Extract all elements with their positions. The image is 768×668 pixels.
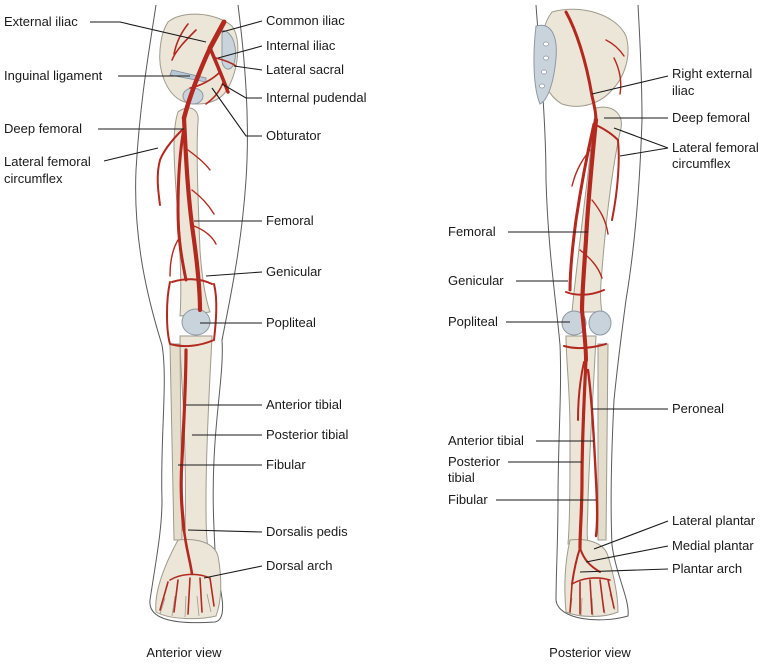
posterior-popliteal-artery [580,308,588,362]
posterior-arteries [563,10,625,615]
label-internal-pudendal: Internal pudendal [266,90,367,105]
posterior-labels: Right external iliac Deep femoral Latera… [448,66,759,660]
label-obturator: Obturator [266,128,322,143]
label-lateral-plantar: Lateral plantar [672,513,756,528]
label-dorsalis-pedis: Dorsalis pedis [266,524,348,539]
label-posterior-lateral-femoral-circumflex-line2: circumflex [672,156,731,171]
anterior-lateral-femoral-circumflex-artery [156,129,183,206]
anterior-labels: External iliac Inguinal ligament Deep fe… [4,13,367,660]
anterior-leg-figure [135,4,248,624]
label-posterior-tibial-line1: Posterior [448,454,501,469]
label-posterior-lateral-femoral-circumflex-line1: Lateral femoral [672,140,759,155]
anterior-dorsal-arch [159,573,215,615]
label-common-iliac: Common iliac [266,13,345,28]
label-popliteal: Popliteal [266,315,316,330]
caption-posterior-view: Posterior view [549,645,631,660]
label-posterior-genicular: Genicular [448,273,504,288]
label-posterior-femoral: Femoral [448,224,496,239]
anterior-patella [181,308,211,336]
label-posterior-popliteal: Popliteal [448,314,498,329]
posterior-thigh-branches [571,149,609,279]
posterior-lateral-condyle [588,310,612,336]
label-genicular: Genicular [266,264,322,279]
label-internal-iliac: Internal iliac [266,38,336,53]
label-posterior-deep-femoral: Deep femoral [672,110,750,125]
posterior-external-iliac-artery [564,10,598,122]
posterior-plantar-arteries [571,547,601,585]
anterior-deep-femoral-artery [176,126,188,282]
external-iliac-artery [181,45,213,121]
label-right-external-iliac-line2: iliac [672,83,695,98]
posterior-sacral-foramina [539,41,549,89]
anterior-foot [155,539,222,620]
label-right-external-iliac-line1: Right external [672,66,752,81]
label-posterior-anterior-tibial: Anterior tibial [448,433,524,448]
posterior-tibial-artery [578,358,588,550]
common-iliac-artery [207,19,227,51]
posterior-pelvic-branches [605,39,625,95]
posterior-peroneal-artery [586,368,599,538]
posterior-femoral-artery [579,117,599,313]
posterior-anterior-tibial-artery [577,361,585,421]
anterior-dorsalis-pedis-artery [182,528,194,576]
label-peroneal: Peroneal [672,401,724,416]
posterior-fibula [597,343,609,541]
anterior-genicular-arteries [166,278,218,348]
posterior-leg-figure [533,4,643,621]
label-fibular: Fibular [266,457,306,472]
anterior-iliac-branches [171,23,197,61]
posterior-deep-femoral-artery [568,122,596,292]
label-posterior-tibial-line2: tibial [448,470,475,485]
anterior-tibial-artery [179,348,188,532]
label-anterior-tibial: Anterior tibial [266,397,342,412]
posterior-lateral-femoral-circumflex-artery [597,125,620,221]
label-posterior-tibial: Posterior tibial [266,427,348,442]
label-medial-plantar: Medial plantar [672,538,754,553]
label-external-iliac: External iliac [4,14,78,29]
label-femoral: Femoral [266,213,314,228]
label-lateral-femoral-circumflex-line1: Lateral femoral [4,154,91,169]
anterior-thigh-branches [169,149,217,277]
posterior-medial-condyle [561,310,587,336]
label-posterior-fibular: Fibular [448,492,488,507]
anterior-leader-lines [90,20,263,579]
label-deep-femoral: Deep femoral [4,121,82,136]
anterior-toe-lines [159,593,212,618]
caption-anterior-view: Anterior view [146,645,222,660]
label-lateral-femoral-circumflex-line2: circumflex [4,171,63,186]
internal-iliac-artery [208,46,230,94]
lateral-sacral-artery [215,57,237,67]
anterior-femoral-artery [181,115,203,313]
label-inguinal-ligament: Inguinal ligament [4,68,103,83]
posterior-plantar-arch [569,577,615,615]
label-plantar-arch: Plantar arch [672,561,742,576]
posterior-leader-lines [496,75,669,573]
anterior-arteries [156,19,237,615]
label-lateral-sacral: Lateral sacral [266,62,344,77]
label-dorsal-arch: Dorsal arch [266,558,332,573]
posterior-sacrum [533,24,557,105]
